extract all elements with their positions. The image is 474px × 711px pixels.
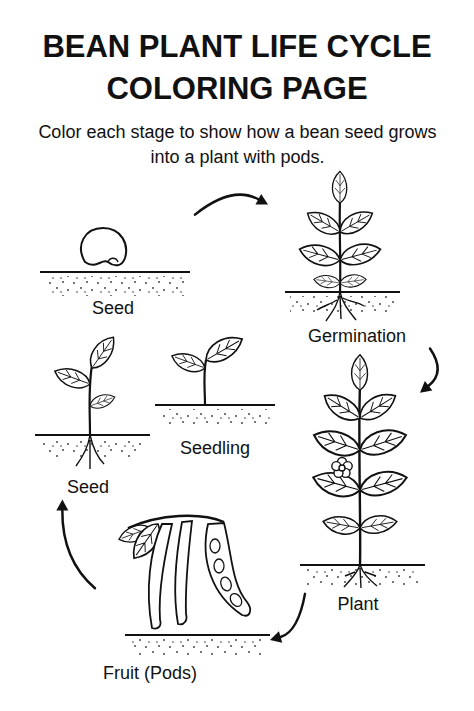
bean-hilum [108,258,118,262]
stage-label: Germination [306,326,408,347]
stage-node: Seed [35,200,195,322]
cycle-arrow [420,349,438,393]
arrow-line [195,195,258,215]
ground-line [285,291,400,293]
arrow-line [429,349,438,386]
bean [219,576,233,593]
flower [332,458,352,478]
arrow-line [62,510,95,588]
leaf [88,391,117,411]
leaf [85,332,120,372]
soil [160,409,270,427]
leaf [337,240,382,269]
pods-illustration [117,516,270,655]
stage-label: Seed [65,477,111,498]
stem [90,365,93,435]
stage-node: Fruit (Pods) [95,505,270,690]
arrowhead [56,500,68,511]
arrow-line [281,594,305,637]
germination-illustration [285,171,400,321]
ground-line [40,271,190,273]
stage-text: Plant [337,594,378,615]
seed-top-illustration [40,228,190,296]
ground-line [300,564,425,566]
flower-center [339,465,345,471]
leaf [355,387,400,425]
closed-pod [175,521,192,624]
leaf [310,468,362,502]
stage-label: Fruit (Pods) [101,663,199,684]
leaf [201,330,247,367]
stage-text: Fruit (Pods) [103,663,197,684]
stage-text: Seed [67,477,109,498]
leaf [358,513,398,536]
stage-label: Plant [335,594,380,615]
ground-line [155,404,275,406]
leaf [336,206,377,239]
leaf [339,273,367,288]
cycle-arrow [195,194,268,215]
bean-seed [81,228,126,265]
leaf [297,241,342,270]
page-title: BEAN PLANT LIFE CYCLE COLORING PAGE [17,26,457,110]
leaf [357,466,409,500]
cycle-arrow [270,594,305,643]
page-caption: Color each stage to show how a bean seed… [30,120,445,170]
ground-line [125,634,270,636]
leaf [52,364,93,393]
stage-node: Germination [268,175,448,349]
bean [210,539,220,553]
leaf [352,355,368,390]
leaf [169,349,208,376]
leaf [356,424,409,460]
stage-node: Plant [305,365,420,617]
closed-pod [149,524,172,629]
leaf [303,206,344,239]
leaf [319,388,364,426]
open-pod [206,523,251,616]
stage-text: Seed [92,298,134,319]
bean [214,559,224,573]
cycle-arrow [56,500,95,589]
roots [76,435,104,469]
soil [130,639,265,655]
leaf [332,171,346,203]
soil [45,276,185,296]
stage-text: Germination [308,326,406,347]
roots [344,565,377,588]
seed-left-illustration [35,332,150,469]
stem [339,200,342,292]
stage-label: Seed [90,298,136,319]
leaf [313,274,341,289]
stage-text: Seedling [180,438,250,459]
stage-node: Seedling [150,322,280,462]
roots [317,292,364,321]
leaf [310,425,363,461]
seedling-illustration [155,330,275,427]
stage-node: Seed [30,345,150,500]
leaf [322,514,362,537]
plant-illustration [300,355,425,588]
stage-label: Seedling [178,438,252,459]
bean [228,591,244,608]
ground-line [35,434,150,436]
